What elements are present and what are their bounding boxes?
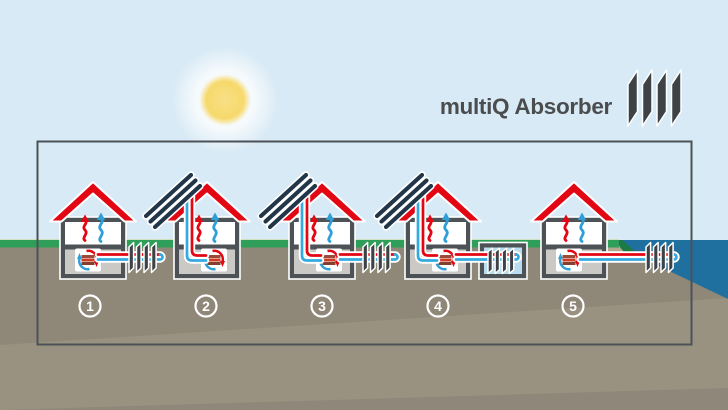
sky (0, 0, 728, 240)
house-3-number-badge: 3 (310, 294, 334, 318)
cold-pipe (454, 253, 520, 261)
cold-pipe (185, 192, 208, 262)
house-3 (261, 175, 401, 281)
ground-dark-band (0, 388, 728, 410)
house-4 (377, 175, 528, 281)
logo-bar (641, 69, 653, 127)
logo-bar (627, 69, 639, 127)
sun-icon (199, 74, 251, 126)
house-4-number: 4 (434, 298, 442, 314)
house-1-number: 1 (86, 298, 94, 314)
house-5-number: 5 (569, 298, 577, 314)
house-1-number-badge: 1 (78, 294, 102, 318)
cold-pipe (416, 192, 439, 262)
house-number-badges: 1 2 3 4 5 (78, 294, 585, 318)
house-2 (146, 175, 252, 281)
house-4-number-badge: 4 (426, 294, 450, 318)
brand-header: multiQ Absorber (440, 69, 682, 127)
hot-pipe (190, 192, 208, 257)
brand-title: multiQ Absorber (440, 94, 613, 119)
cold-pipe (338, 253, 399, 261)
cold-pipe (300, 192, 323, 262)
house-5-number-badge: 5 (561, 294, 585, 318)
cold-pipe (96, 253, 164, 261)
house-3-number: 3 (318, 298, 326, 314)
house-5 (529, 180, 680, 281)
house-1 (48, 180, 166, 281)
house-2-number: 2 (202, 298, 210, 314)
hot-pipe (305, 192, 323, 257)
house-2-number-badge: 2 (194, 294, 218, 318)
cold-pipe (578, 253, 678, 261)
ground-light-band (0, 298, 728, 410)
hot-pipe (421, 192, 439, 257)
multiq-logo-icon (627, 69, 682, 127)
logo-bar (670, 69, 682, 127)
comparison-frame (36, 140, 693, 346)
logo-bar (656, 69, 668, 127)
